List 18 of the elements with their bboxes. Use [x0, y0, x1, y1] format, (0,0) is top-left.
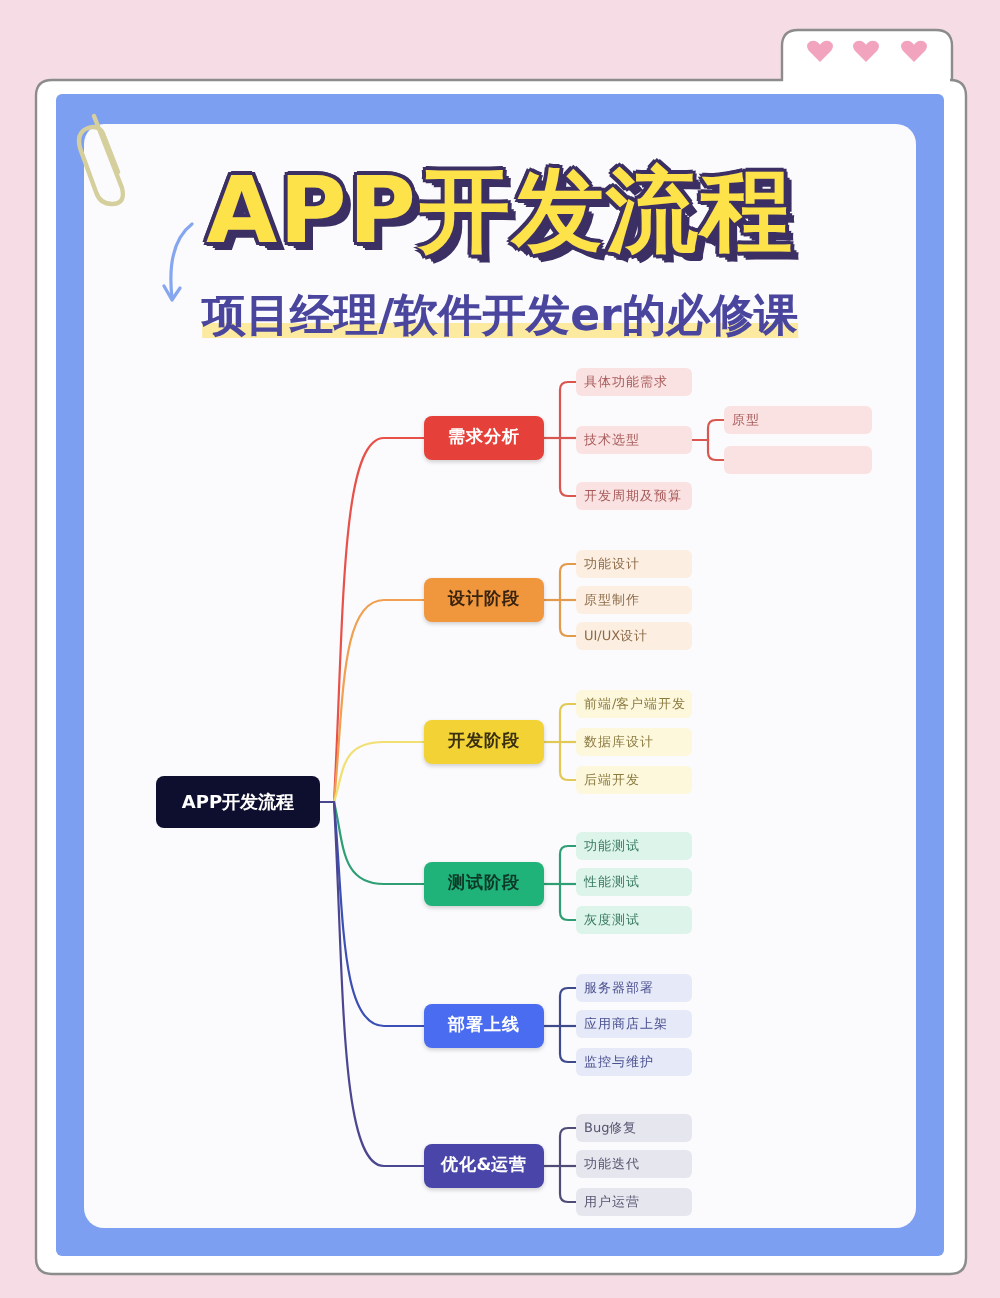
central-topic-box: APP开发流程 — [156, 776, 320, 828]
connector-line — [320, 800, 424, 1168]
subtitle: 项目经理/软件开发er的必修课 — [202, 292, 798, 342]
branch-box: 部署上线 — [424, 1004, 544, 1048]
connector-line — [692, 438, 724, 462]
connector-line — [544, 1024, 576, 1064]
connector-line — [544, 882, 576, 922]
branch-box: 需求分析 — [424, 416, 544, 460]
subtopic-box — [724, 446, 872, 474]
branch-box: 优化&运营 — [424, 1144, 544, 1188]
branch-box: 测试阶段 — [424, 862, 544, 906]
title: APP开发流程 — [205, 162, 795, 258]
branch-box: 设计阶段 — [424, 578, 544, 622]
branch-box: 开发阶段 — [424, 720, 544, 764]
connector-line — [544, 598, 576, 638]
connector-line — [544, 740, 576, 782]
connector-line — [544, 436, 576, 498]
connector-line — [544, 1164, 576, 1204]
